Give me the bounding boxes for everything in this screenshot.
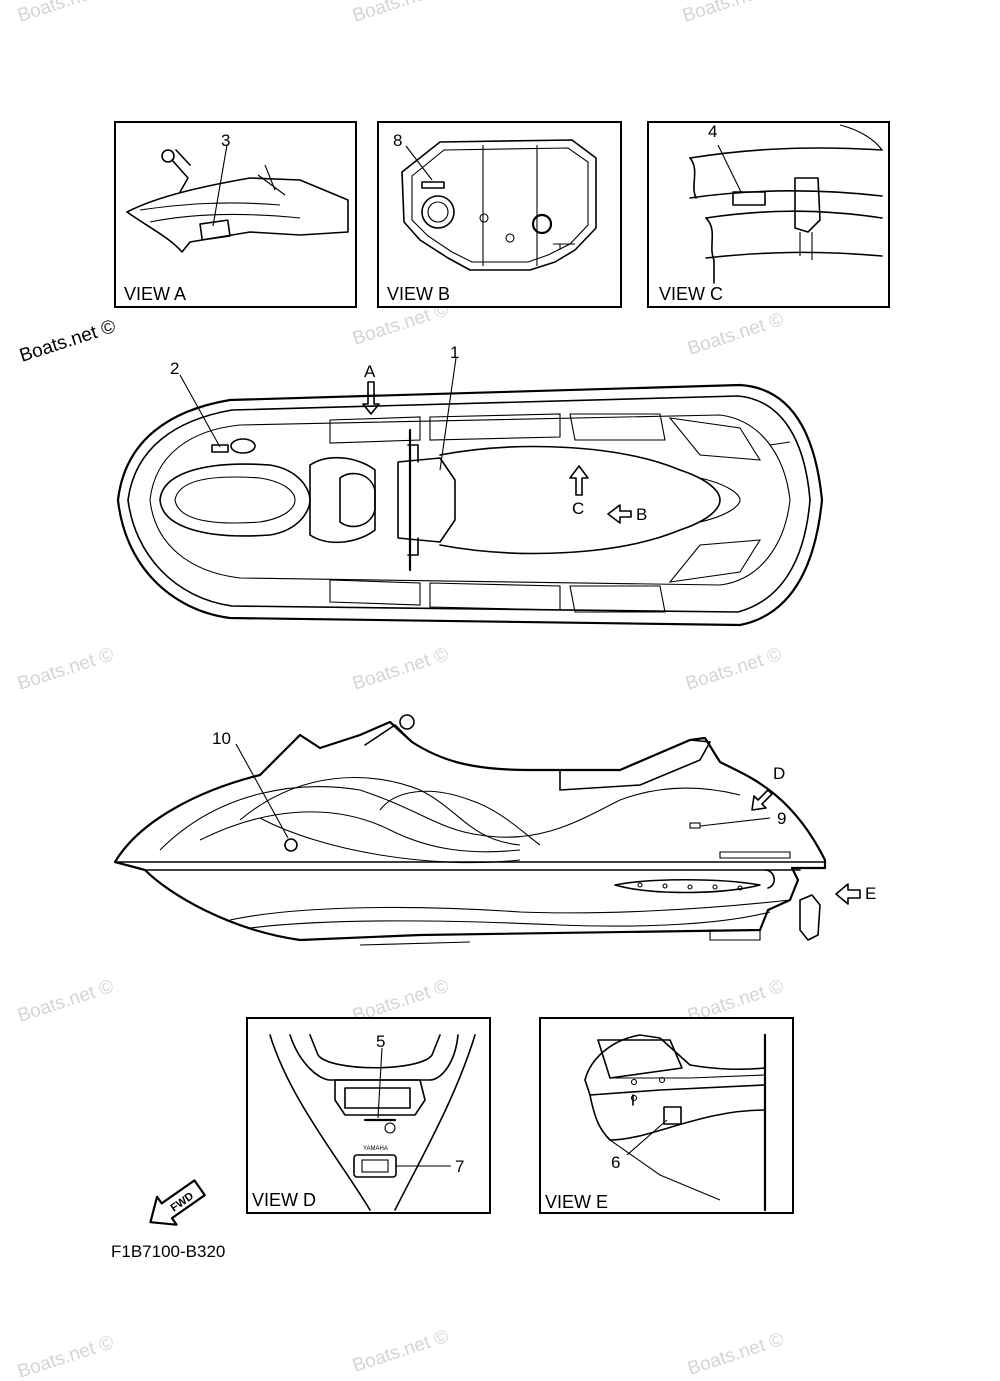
view-b-label: VIEW B	[387, 284, 450, 304]
watermark: Boats.net ©	[685, 1329, 786, 1380]
watermark: Boats.net ©	[15, 1332, 116, 1381]
watermark: Boats.net ©	[15, 0, 116, 27]
callout-3: 3	[221, 131, 230, 150]
watermark: Boats.net ©	[350, 0, 451, 27]
svg-text:B: B	[636, 505, 647, 524]
view-e-label: VIEW E	[545, 1192, 608, 1212]
svg-text:D: D	[773, 764, 785, 783]
view-e-panel: 6 VIEW E	[539, 1017, 794, 1214]
view-c-label: VIEW C	[659, 284, 723, 304]
view-a-label: VIEW A	[124, 284, 186, 304]
watermark: Boats.net ©	[685, 309, 786, 360]
callout-5: 5	[376, 1032, 385, 1051]
view-d-label: VIEW D	[252, 1190, 316, 1210]
fwd-arrow: FWD	[149, 1179, 206, 1226]
callout-7: 7	[455, 1157, 464, 1176]
svg-text:C: C	[572, 499, 584, 518]
view-arrow-d: D	[751, 764, 785, 811]
diagram-code: F1B7100-B320	[111, 1242, 225, 1261]
callout-10: 10	[212, 729, 231, 748]
side-view-hull	[113, 714, 827, 946]
watermark-dark: Boats.net ©	[17, 316, 118, 367]
watermark: Boats.net ©	[680, 0, 781, 27]
watermark: Boats.net ©	[350, 1326, 451, 1377]
callout-2: 2	[170, 359, 179, 378]
callout-8: 8	[393, 131, 402, 150]
watermark: Boats.net ©	[15, 644, 116, 695]
svg-text:A: A	[364, 362, 376, 381]
view-d-panel: 5 YAMAHA 7 VIEW D	[246, 1017, 491, 1214]
view-c-panel: 4 VIEW C	[647, 121, 890, 308]
view-arrow-a: A	[362, 362, 380, 415]
view-arrow-e: E	[835, 883, 876, 905]
view-arrow-c: C	[569, 465, 589, 518]
callout-6: 6	[611, 1153, 620, 1172]
view-b-panel: 8 VIEW B	[377, 121, 622, 308]
watermark: Boats.net ©	[15, 976, 116, 1027]
brand-mark-yamaha: YAMAHA	[363, 1146, 388, 1152]
top-view-hull	[116, 357, 824, 627]
callout-9: 9	[777, 809, 786, 828]
callout-1: 1	[450, 343, 459, 362]
view-arrow-b: B	[607, 504, 647, 524]
view-a-panel: 3 VIEW A	[114, 121, 357, 308]
svg-text:E: E	[865, 884, 876, 903]
watermark: Boats.net ©	[350, 644, 451, 695]
callout-4: 4	[708, 122, 717, 141]
watermark: Boats.net ©	[683, 644, 784, 695]
